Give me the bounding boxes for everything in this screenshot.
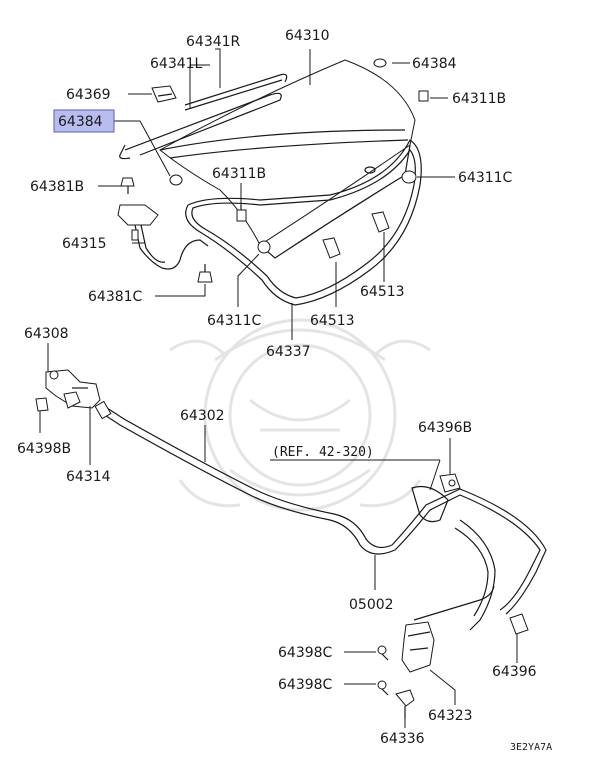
diagram-code: 3E2YA7A [510,742,552,753]
stopper-64311B-mid[interactable] [236,205,247,222]
selected-part-highlight [53,109,115,133]
ref-panel [411,485,449,523]
label-64381B[interactable]: 64381B [30,179,84,195]
stopper-64311C-bottom[interactable] [257,240,271,254]
cable-64302[interactable] [94,400,547,615]
label-64323[interactable]: 64323 [428,708,473,724]
label-64381C[interactable]: 64381C [88,289,143,305]
reference-note: (REF. 42-320) [272,445,374,460]
clamp-64396[interactable] [509,613,529,635]
label-64314[interactable]: 64314 [66,469,111,485]
part-labels: 64341R 64310 64341L 64384 64369 64311B 6… [17,28,552,753]
screw-64398C-2[interactable] [377,680,389,696]
label-64336[interactable]: 64336 [380,731,425,747]
label-64311B-top[interactable]: 64311B [452,91,506,107]
trunk-lid-64310[interactable] [159,59,416,259]
bumper-64384-selected[interactable] [169,174,183,186]
label-64396[interactable]: 64396 [492,664,537,680]
bolt-64381B[interactable] [120,177,135,194]
label-64513-bottom[interactable]: 64513 [310,313,355,329]
weatherstrip-64337[interactable] [185,139,422,306]
label-64337[interactable]: 64337 [266,344,311,360]
clamp-64396B[interactable] [439,473,461,493]
leader-lines [39,48,518,728]
bolt-64381C[interactable] [197,264,213,283]
watermark-emblem [169,318,431,512]
cover-64336[interactable] [395,689,415,718]
screw-64398C-1[interactable] [377,645,389,661]
label-64398C-2[interactable]: 64398C [278,677,333,693]
label-64513-right[interactable]: 64513 [360,284,405,300]
label-64369[interactable]: 64369 [66,87,111,103]
clip-64513-left[interactable] [322,237,341,259]
label-64396B[interactable]: 64396B [418,420,472,436]
lock-cylinder-64308[interactable] [45,369,101,409]
label-64308[interactable]: 64308 [24,326,69,342]
label-64315[interactable]: 64315 [62,236,107,252]
label-64398C-1[interactable]: 64398C [278,645,333,661]
label-64310[interactable]: 64310 [285,28,330,44]
clip-64513-right[interactable] [371,211,390,233]
cable-05002[interactable] [454,519,496,631]
bumper-64384-top[interactable] [373,58,387,68]
label-64384-selected[interactable]: 64384 [58,114,103,130]
latch-64315[interactable] [117,204,209,270]
label-64341L[interactable]: 64341L [150,56,203,72]
label-64398B[interactable]: 64398B [17,441,71,457]
label-64311C-bottom[interactable]: 64311C [207,313,262,329]
label-64384-top[interactable]: 64384 [412,56,457,72]
label-64311C-right[interactable]: 64311C [458,170,513,186]
retainer-64314[interactable] [63,391,81,409]
label-64341R[interactable]: 64341R [186,34,241,50]
release-lever-64323[interactable] [401,585,495,673]
stopper-64311C-right[interactable] [401,170,417,184]
label-64302[interactable]: 64302 [180,408,225,424]
stopper-64311B-top[interactable] [418,90,429,102]
clip-64398B[interactable] [35,397,49,412]
bracket-64369[interactable] [151,85,177,103]
label-05002[interactable]: 05002 [349,597,394,613]
torsion-bar-64341R[interactable] [184,73,288,111]
torsion-bar-64341L[interactable] [119,92,282,160]
label-64311B-mid[interactable]: 64311B [212,166,266,182]
